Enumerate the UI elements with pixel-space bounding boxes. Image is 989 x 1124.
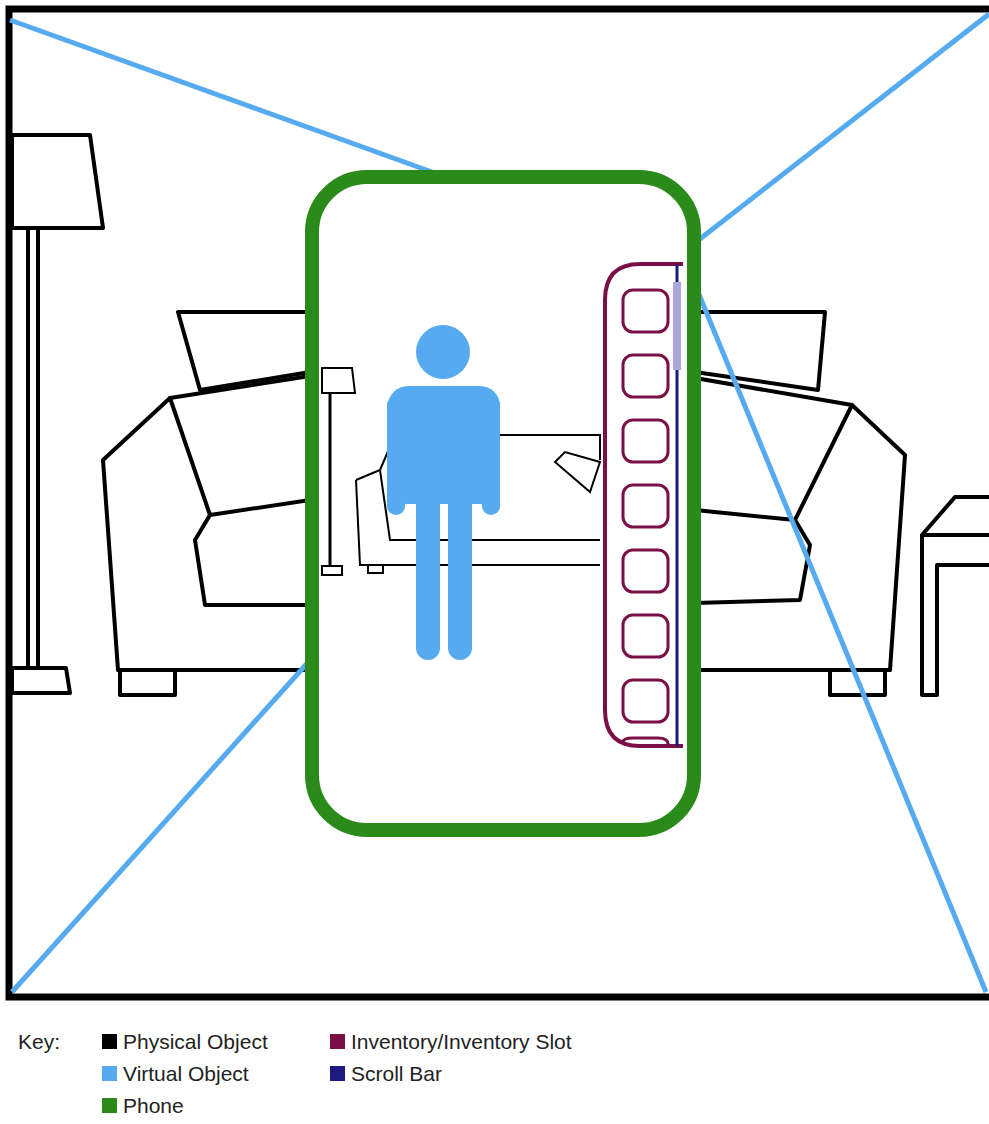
legend-swatch [102,1066,117,1081]
person-arm [482,405,500,506]
inventory-slot [623,680,668,722]
inventory-slot [623,485,668,527]
inventory-panel [605,264,683,746]
wire-line [696,14,989,242]
phone-frame [312,177,694,830]
mini-lamp-base [322,566,342,575]
table-body [922,497,989,695]
person-head [416,325,470,379]
legend-text: Inventory/Inventory Slot [351,1030,572,1054]
person-arm [387,405,405,506]
legend-heading: Key: [18,1030,60,1054]
inventory-slot [623,420,668,462]
mini-lamp-shade [322,368,355,393]
scroll-thumb [673,282,681,370]
inventory-slot [623,615,668,657]
sofa-left [103,312,310,695]
legend-text: Scroll Bar [351,1062,442,1086]
floor-lamp [12,135,103,693]
inventory-slot [623,290,668,332]
sofa-back-cushion [695,312,825,390]
wire-line [698,292,986,992]
inventory-slot [623,355,668,397]
sofa-arm-cushion [170,376,310,515]
person-leg [416,490,440,648]
legend-swatch [102,1098,117,1113]
mini-sofa-foot [368,565,383,573]
room-frame [9,9,989,997]
inventory-slot [623,738,668,744]
sofa-arm [103,398,310,670]
inventory-slots [623,290,668,744]
legend-swatch [330,1066,345,1081]
sofa-seat [695,520,810,603]
virtual-wireframe [10,14,989,992]
sofa-right [695,312,905,695]
legend-text: Virtual Object [123,1062,249,1086]
wire-line [12,658,312,992]
mini-sofa-cushion [555,452,600,492]
inventory-slot [623,550,668,592]
sofa-seat [195,515,310,605]
wire-line [10,20,432,172]
legend-text: Physical Object [123,1030,268,1054]
lamp-shade [12,135,103,228]
table-edge [922,533,989,537]
sofa-foot [120,670,175,695]
virtual-person [388,325,500,648]
mini-lamp-pole [329,393,332,566]
legend-swatch [330,1034,345,1049]
sofa-arm-cushion [695,378,852,520]
side-table [922,497,989,695]
legend-swatch [102,1034,117,1049]
lamp-pole [28,228,38,668]
lamp-base [12,668,70,693]
person-leg [448,490,472,648]
legend-text: Phone [123,1094,184,1118]
